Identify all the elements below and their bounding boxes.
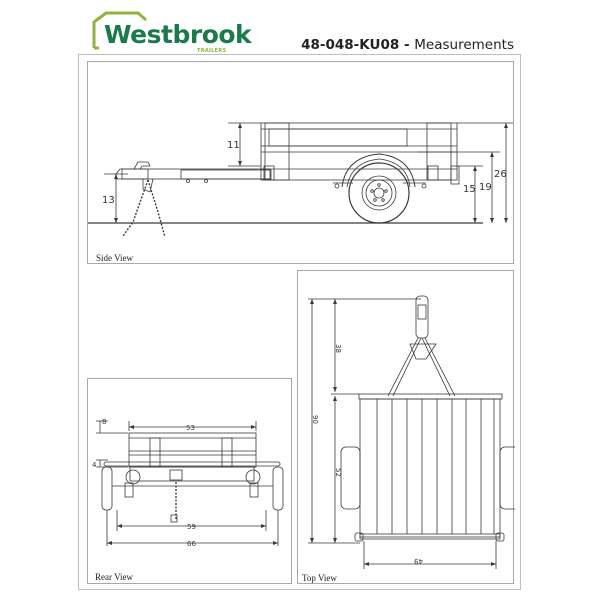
dim-overall-length: 90 <box>311 415 319 424</box>
dim-bed-length: 52 <box>334 468 342 477</box>
rear-view-drawing: 8 4 53 59 66 <box>92 418 284 548</box>
dim-track-width: 59 <box>187 523 196 531</box>
dim-side-rail-height: 11 <box>227 140 240 151</box>
rear-view-panel: 8 4 53 59 66 Rear View <box>87 378 292 584</box>
dim-bed-height: 15 <box>463 184 476 195</box>
dim-coupler-height: 13 <box>102 195 115 206</box>
dim-inner-width: 49 <box>414 557 423 565</box>
side-view-panel: 13 11 15 19 26 Side View <box>87 61 514 264</box>
top-view-panel: 38 90 52 49 Top View <box>297 270 515 584</box>
dim-bed-width: 53 <box>186 424 195 432</box>
house-outline-icon <box>92 11 147 50</box>
dim-overall-width: 66 <box>187 540 196 548</box>
title-suffix: Measurements <box>414 37 514 53</box>
dim-bed-frame-height: 4 <box>92 461 97 469</box>
top-view-drawing: 38 90 52 49 <box>308 295 515 569</box>
drawing-frame <box>78 54 521 590</box>
rear-view-label: Rear View <box>95 572 134 582</box>
page-title: 48-048-KU08 - Measurements <box>301 36 514 54</box>
model-number: 48-048-KU08 <box>301 37 400 53</box>
brand-name: Westbrook <box>104 20 252 49</box>
dim-fender-height: 19 <box>479 182 492 193</box>
westbrook-logo: Westbrook TRAILERS <box>90 10 252 54</box>
brand-subtitle: TRAILERS <box>197 48 227 54</box>
dim-rail-height: 8 <box>102 418 106 426</box>
dim-tongue-length: 38 <box>334 344 342 353</box>
side-view-label: Side View <box>96 253 134 263</box>
title-separator: - <box>399 37 415 53</box>
dim-overall-height: 26 <box>494 169 507 180</box>
top-view-label: Top View <box>302 573 337 583</box>
side-view-drawing: 13 11 15 19 26 <box>88 122 513 238</box>
